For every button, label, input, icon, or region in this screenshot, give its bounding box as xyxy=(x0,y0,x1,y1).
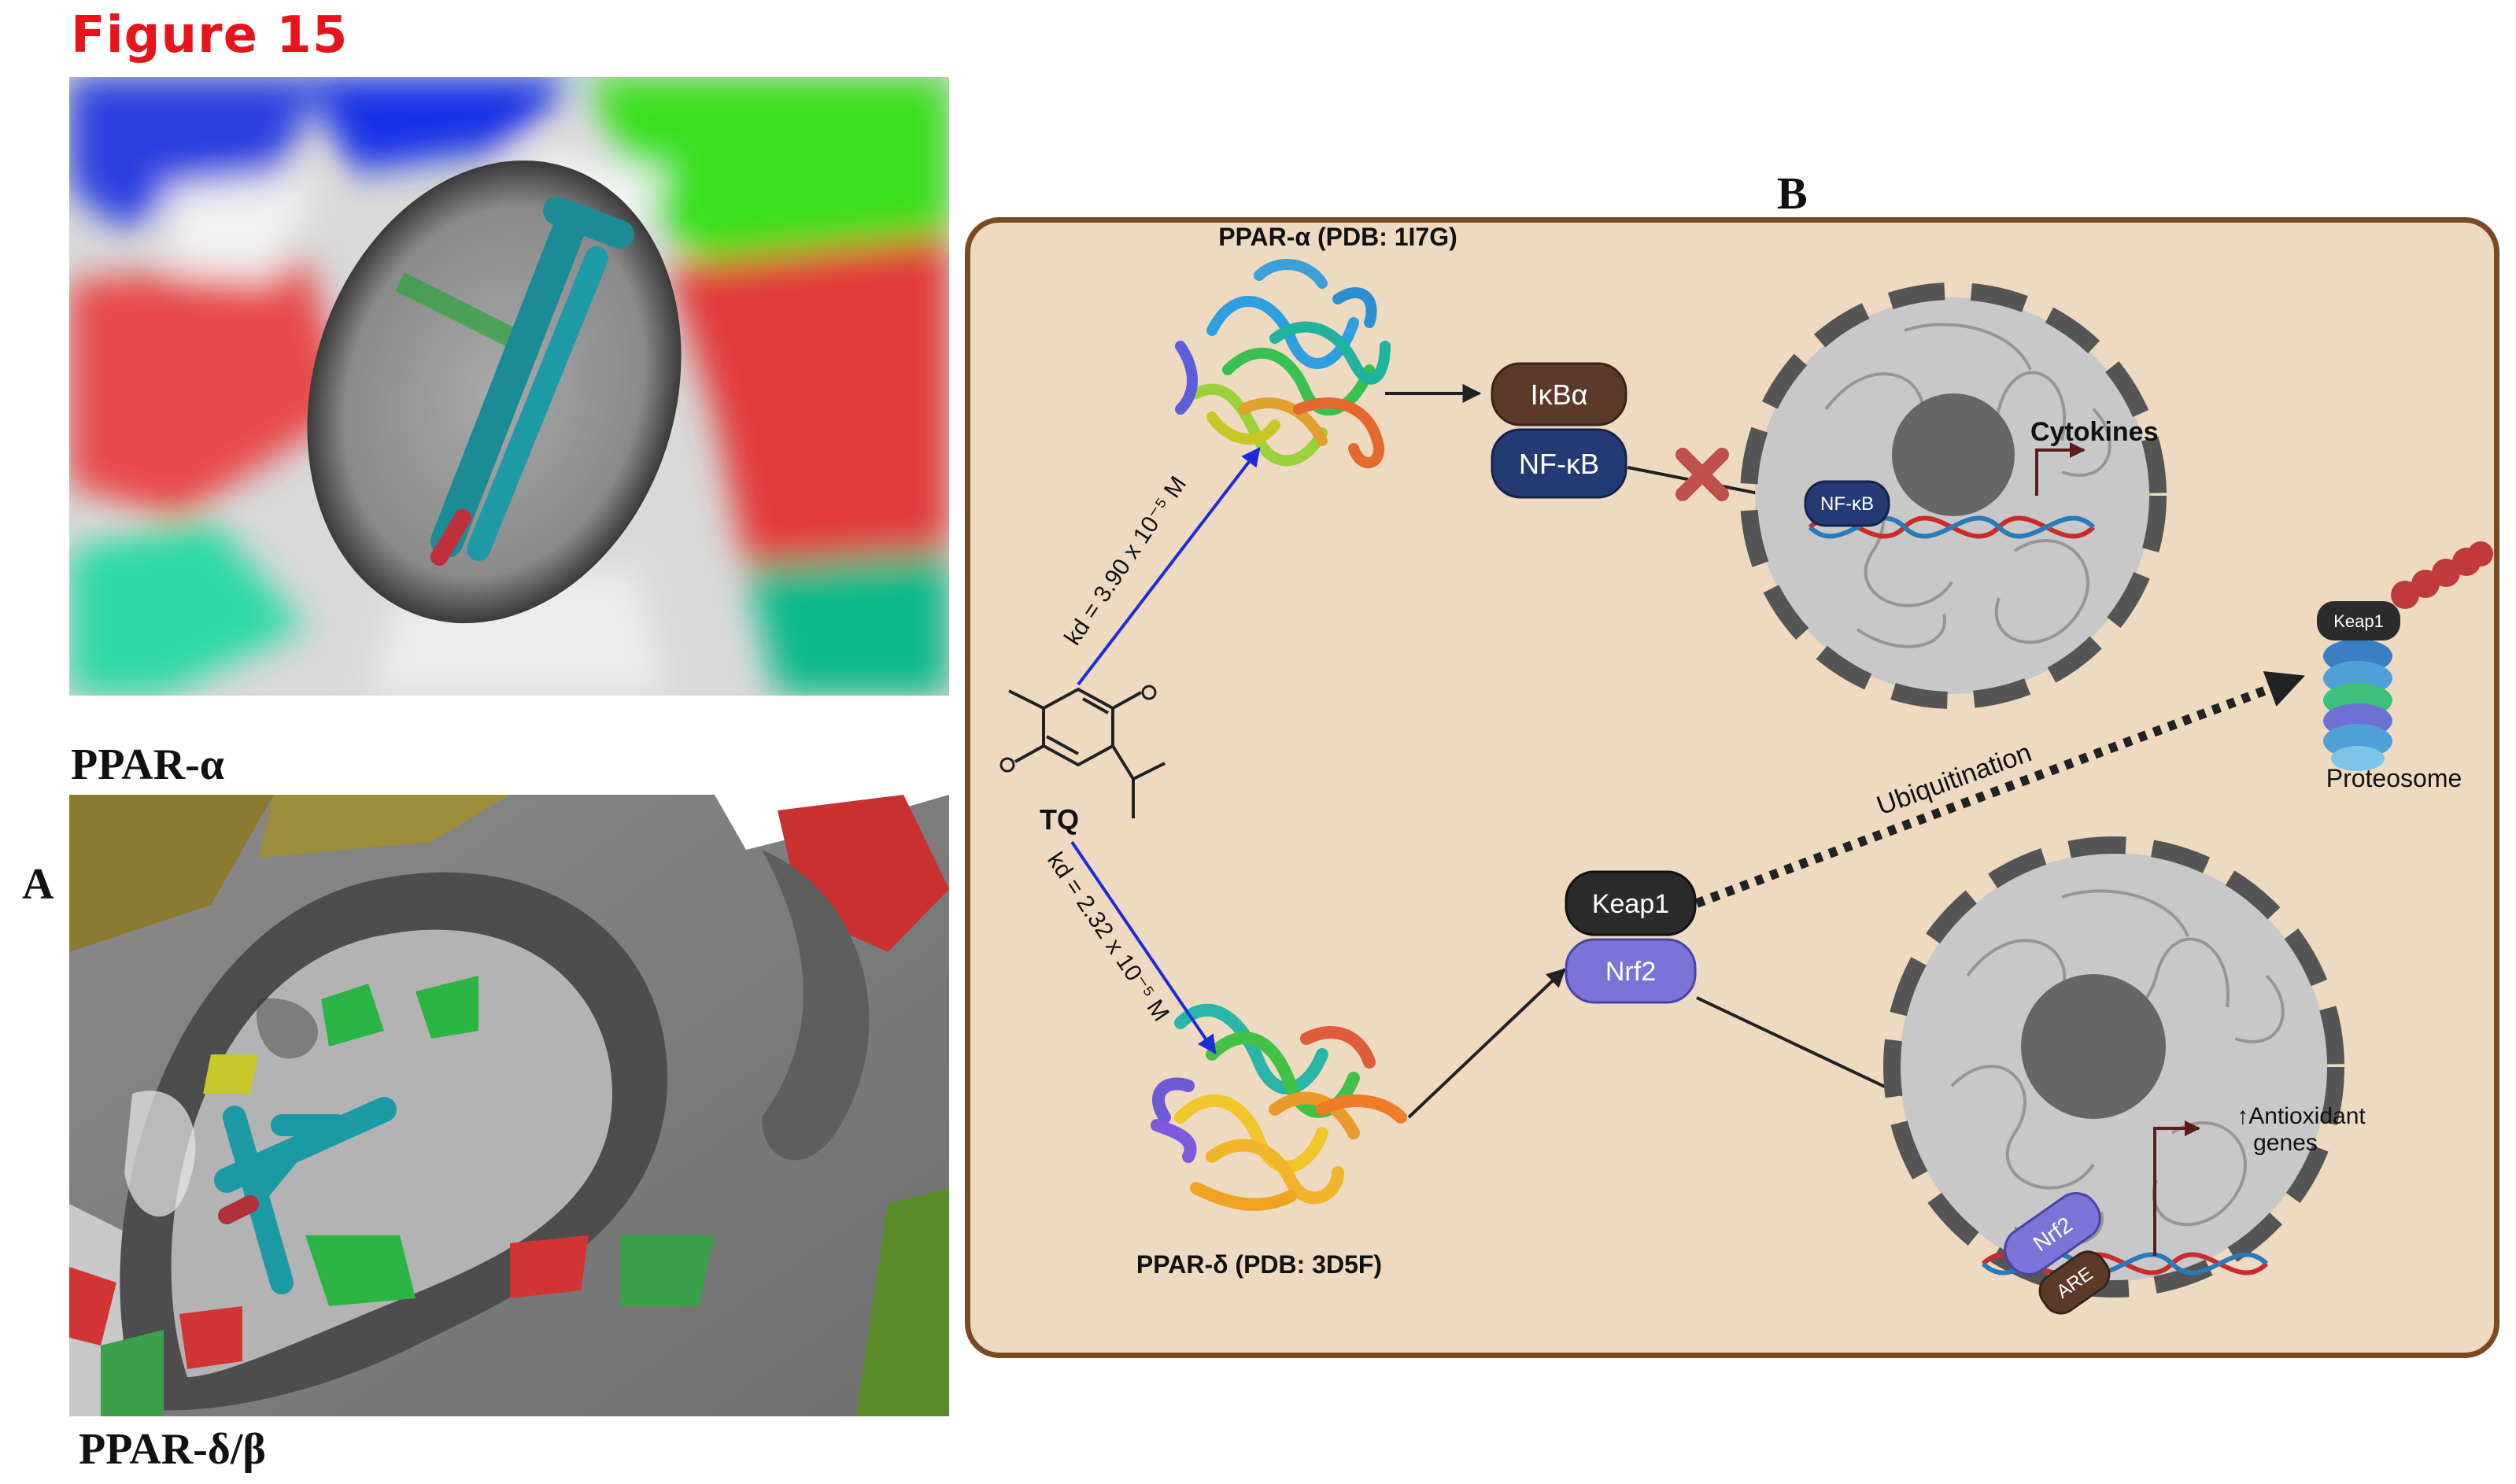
proteasome-icon xyxy=(2323,639,2392,771)
inhibition-cross-icon xyxy=(1675,448,1729,501)
kd-delta-label: kd = 2.32 x 10⁻⁵ M xyxy=(1042,847,1174,1025)
ppar-delta-caption: PPAR-δ/β xyxy=(79,1425,266,1474)
keap1-small-pill xyxy=(2317,601,2400,640)
antioxidant-transcription-arrow xyxy=(2153,1120,2200,1256)
panel-b-label: B xyxy=(1777,168,1808,219)
top-nucleus xyxy=(1740,282,2167,709)
cytokine-transcription-arrow xyxy=(2035,442,2086,496)
keap1-label: Keap1 xyxy=(1592,889,1669,919)
nfkb-dna-label: NF-κB xyxy=(1820,493,1874,515)
ppar-delta-to-keap1-arrow xyxy=(1407,968,1566,1119)
ppar-alpha-surface-render xyxy=(69,77,949,696)
are-pill: ARE xyxy=(2038,1250,2111,1315)
nfkb-dna-pill xyxy=(1804,480,1890,527)
ikba-label: IκBα xyxy=(1531,378,1588,411)
keap1-small-label: Keap1 xyxy=(2333,611,2384,631)
ppar-delta-protein-structure xyxy=(1151,1003,1407,1211)
ubiquitin-chain-icon xyxy=(2391,541,2493,609)
panel-a-label: A xyxy=(22,860,54,909)
tq-to-ppar-alpha-arrow xyxy=(1077,447,1261,686)
top-dna-helix xyxy=(1808,515,2096,539)
ikba-pill xyxy=(1491,362,1627,426)
ppar-delta-surface-render xyxy=(69,795,949,1416)
nfkb-label: NF-κB xyxy=(1519,448,1599,480)
figure-title: Figure 15 xyxy=(71,6,349,65)
thymoquinone-structure xyxy=(999,685,1166,818)
ppar-alpha-caption: PPAR-α xyxy=(71,740,225,789)
nrf2-pill xyxy=(1565,938,1697,1004)
nfkb-pill xyxy=(1491,428,1627,499)
antioxidant-label-line2: genes xyxy=(2253,1130,2318,1156)
tq-label: TQ xyxy=(1040,803,1079,836)
cytokines-label: Cytokines xyxy=(2030,417,2159,447)
proteosome-label: Proteosome xyxy=(2326,764,2462,792)
bottom-nucleus xyxy=(1883,836,2344,1298)
keap1-pill xyxy=(1565,870,1697,936)
antioxidant-label-line1: ↑Antioxidant xyxy=(2237,1103,2366,1129)
nrf2-dna-pill: Nrf2 xyxy=(2004,1192,2101,1275)
ppar-alpha-title: PPAR-α (PDB: 1I7G) xyxy=(1218,223,1458,251)
ubiquitination-arrow xyxy=(1694,670,2305,908)
nrf2-label: Nrf2 xyxy=(1605,957,1656,987)
ppar-alpha-protein-structure xyxy=(1175,259,1391,469)
ppar-delta-title: PPAR-δ (PDB: 3D5F) xyxy=(1136,1250,1382,1279)
tq-to-ppar-delta-arrow xyxy=(1070,840,1217,1054)
